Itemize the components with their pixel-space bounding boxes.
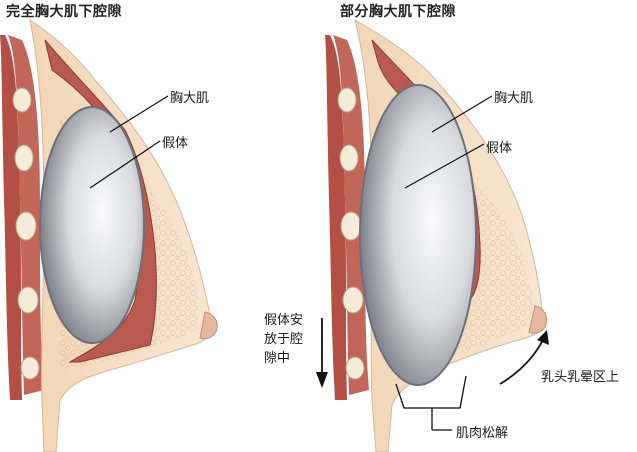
placement-label-line1: 假体安: [264, 313, 304, 328]
down-arrow-icon: [316, 318, 328, 388]
placement-label-line3: 隙中: [264, 351, 291, 366]
right-panel-illustration: [316, 18, 549, 452]
implant-shape: [39, 106, 145, 344]
rib-icon: [337, 87, 365, 380]
muscle-release-label: 肌肉松解: [456, 426, 509, 441]
right-muscle-label: 胸大肌: [494, 91, 534, 106]
left-panel-illustration: [0, 18, 218, 452]
right-implant-label: 假体: [486, 141, 513, 156]
nipple-shape: [528, 305, 548, 334]
implant-shape: [359, 84, 477, 386]
curved-up-arrow-icon: [499, 330, 549, 385]
left-panel-title: 完全胸大肌下腔隙: [6, 4, 122, 20]
release-bracket: [395, 375, 467, 431]
nipple-up-label: 乳头乳晕区上: [541, 370, 620, 385]
placement-label-line2: 放于腔: [264, 332, 304, 347]
right-panel-title: 部分胸大肌下腔隙: [340, 4, 456, 20]
left-muscle-label: 胸大肌: [170, 91, 210, 106]
rib-icon: [12, 87, 40, 380]
left-implant-label: 假体: [162, 136, 189, 151]
placement-label: 假体安 放于腔 隙中: [264, 311, 303, 368]
nipple-shape: [199, 311, 218, 340]
